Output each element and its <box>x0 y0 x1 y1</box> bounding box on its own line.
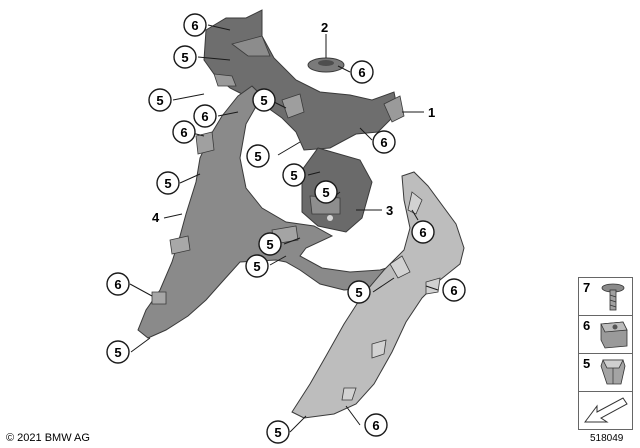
callout-circle: 5 <box>106 340 130 364</box>
callout-circle: 5 <box>245 254 269 278</box>
callout-circle: 5 <box>282 163 306 187</box>
callout-circle: 5 <box>173 45 197 69</box>
callout-label: 5 <box>254 149 261 164</box>
callout-label: 6 <box>450 283 457 298</box>
callout-label: 5 <box>355 285 362 300</box>
callout-label: 5 <box>260 93 267 108</box>
callout-label: 6 <box>114 277 121 292</box>
callout-label: 5 <box>164 176 171 191</box>
callout-circle: 5 <box>347 280 371 304</box>
callout-circle: 6 <box>193 104 217 128</box>
legend-number: 6 <box>583 318 591 333</box>
part-labels: 1 2 3 4 <box>152 20 435 225</box>
grommet <box>307 57 345 73</box>
callout-label: 5 <box>274 425 281 440</box>
legend-item-screw: 7 <box>578 277 633 315</box>
callout-circle: 6 <box>106 272 130 296</box>
part-label-3: 3 <box>386 203 393 218</box>
callout-circle: 5 <box>266 420 290 444</box>
callouts: 6 5 5 6 5 6 6 5 5 5 6 5 6 5 5 5 6 6 5 6 … <box>106 13 466 444</box>
callout-circle: 5 <box>246 144 270 168</box>
callout-circle: 5 <box>314 180 338 204</box>
copyright-text: © 2021 BMW AG <box>6 432 90 444</box>
callout-label: 5 <box>253 259 260 274</box>
part-label-2: 2 <box>321 20 328 35</box>
legend-item-nut-clip: 6 <box>578 315 633 353</box>
callout-circle: 6 <box>364 413 388 437</box>
spring-clip-icon <box>600 359 626 385</box>
callout-circle: 5 <box>258 232 282 256</box>
callout-circle: 6 <box>411 220 435 244</box>
callout-label: 6 <box>191 18 198 33</box>
callout-circle: 6 <box>372 130 396 154</box>
callout-circle: 5 <box>148 88 172 112</box>
callout-label: 6 <box>372 418 379 433</box>
leader-lines <box>129 24 439 433</box>
screw-icon <box>601 283 625 311</box>
fastener-legend: 7 6 5 <box>578 277 633 430</box>
legend-item-spring-clip: 5 <box>578 353 633 391</box>
callout-label: 6 <box>419 225 426 240</box>
callout-label: 5 <box>290 168 297 183</box>
callout-circle: 5 <box>156 171 180 195</box>
callout-circle: 6 <box>183 13 207 37</box>
callout-circle: 6 <box>350 60 374 84</box>
part-label-4: 4 <box>152 210 160 225</box>
side-trim-panel <box>137 85 401 339</box>
upper-trim-panel <box>203 9 405 151</box>
callout-label: 5 <box>114 345 121 360</box>
nut-clip-icon <box>600 321 628 349</box>
callout-label: 6 <box>180 125 187 140</box>
callout-circle: 6 <box>172 120 196 144</box>
direction-arrow-icon <box>584 397 628 423</box>
legend-number: 5 <box>583 356 591 371</box>
legend-number: 7 <box>583 280 591 295</box>
callout-label: 5 <box>181 50 188 65</box>
callout-label: 6 <box>358 65 365 80</box>
legend-direction <box>578 391 633 430</box>
part-label-1: 1 <box>428 105 435 120</box>
diagram-id: 518049 <box>590 433 624 444</box>
callout-label: 6 <box>201 109 208 124</box>
callout-label: 5 <box>266 237 273 252</box>
callout-label: 5 <box>156 93 163 108</box>
callout-circle: 6 <box>442 278 466 302</box>
callout-label: 5 <box>322 185 329 200</box>
callout-circle: 5 <box>252 88 276 112</box>
callout-label: 6 <box>380 135 387 150</box>
